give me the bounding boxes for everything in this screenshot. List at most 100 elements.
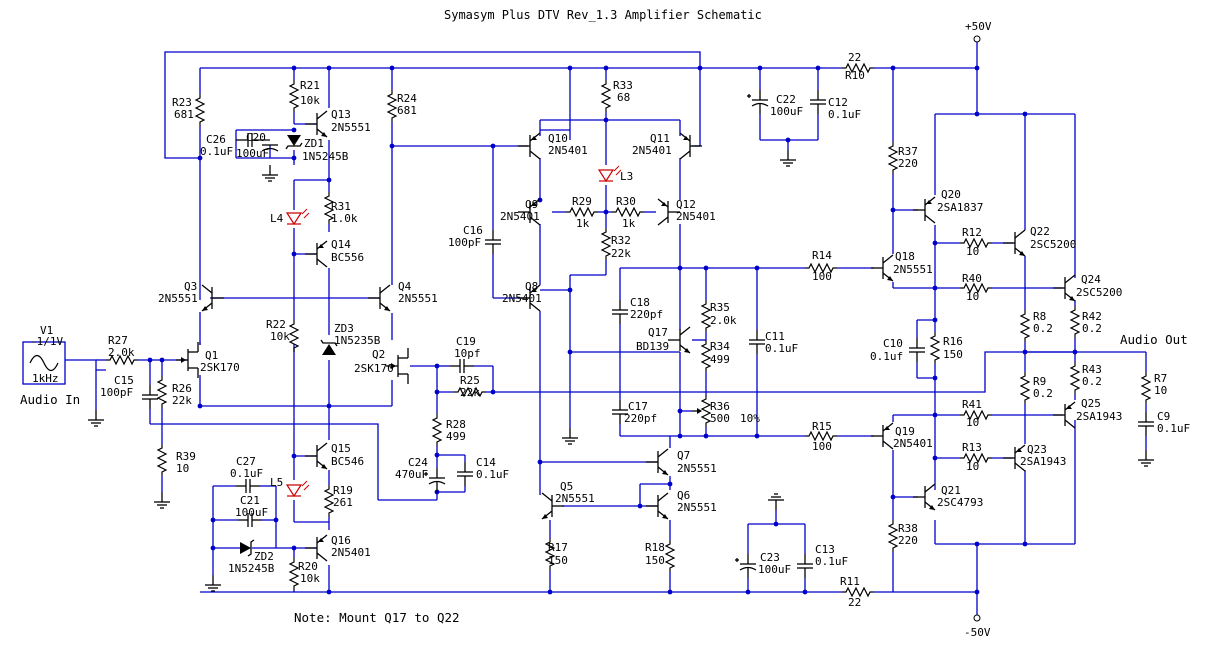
label-q22-part: 2SC5200 xyxy=(1030,238,1076,251)
label-r9-value: 0.2 xyxy=(1033,387,1053,400)
label-q20-part: 2SA1837 xyxy=(937,201,983,214)
wiring xyxy=(65,51,1147,593)
label-c27-id: C27 xyxy=(236,455,256,468)
label-c26-id: C26 xyxy=(206,133,226,146)
label-q10-part: 2N5401 xyxy=(548,144,588,157)
label-q19-id: Q19 xyxy=(895,425,915,438)
label-c11-value: 0.1uF xyxy=(765,342,798,355)
label-r27-id: R27 xyxy=(108,334,128,347)
label-r34-id: R34 xyxy=(710,340,730,353)
positive-rail-label: +50V xyxy=(965,20,992,33)
label-q11-part: 2N5401 xyxy=(632,144,672,157)
label-q21-id: Q21 xyxy=(941,484,961,497)
label-q17-id: Q17 xyxy=(648,326,668,339)
label-c18-value: 220pf xyxy=(630,308,663,321)
label-zd2-part: 1N5245B xyxy=(228,562,275,575)
label-c19-id: C19 xyxy=(456,335,476,348)
label-c27-value: 0.1uF xyxy=(230,467,263,480)
label-r39-value: 10 xyxy=(176,462,189,475)
label-r14-value: 100 xyxy=(812,270,832,283)
label-c12-id: C12 xyxy=(828,96,848,109)
label-c15-id: C15 xyxy=(114,374,134,387)
label-q3-part: 2N5551 xyxy=(158,292,198,305)
label-r20-value: 10k xyxy=(300,572,320,585)
label-q21-part: 2SC4793 xyxy=(937,496,983,509)
label-c14-value: 0.1uF xyxy=(476,468,509,481)
label-r22-id: R22 xyxy=(266,318,286,331)
resistor-labels: R7 10 R8 0.2 R9 0.2 22 R10 R11 22 R12 10… xyxy=(108,51,1167,609)
label-r43-value: 0.2 xyxy=(1082,375,1102,388)
label-q18-id: Q18 xyxy=(895,250,915,263)
label-q25-id: Q25 xyxy=(1081,397,1101,410)
label-q24-part: 2SC5200 xyxy=(1076,286,1122,299)
label-q13-id: Q13 xyxy=(331,108,351,121)
zener-zd3 xyxy=(320,339,338,355)
junction-nodes xyxy=(147,65,1078,595)
label-q4-part: 2N5551 xyxy=(398,292,438,305)
label-q11-id: Q11 xyxy=(650,132,670,145)
label-r41-id: R41 xyxy=(962,398,982,411)
label-q9-id: Q9 xyxy=(525,198,538,211)
label-r37-id: R37 xyxy=(898,145,918,158)
label-r35-value: 2.0k xyxy=(710,314,737,327)
label-r36-tolerance: 10% xyxy=(740,412,760,425)
label-r33-id: R33 xyxy=(613,79,633,92)
label-r30-id: R30 xyxy=(616,195,636,208)
label-r10-value: 22 xyxy=(848,51,861,64)
label-q7-part: 2N5551 xyxy=(677,462,717,475)
label-r14-id: R14 xyxy=(812,249,832,262)
label-r33-value: 68 xyxy=(617,91,630,104)
label-q4-id: Q4 xyxy=(398,280,412,293)
label-r11-value: 22 xyxy=(848,596,861,609)
label-c10-id: C10 xyxy=(883,337,903,350)
label-r18-value: 150 xyxy=(645,554,665,567)
label-r9-id: R9 xyxy=(1033,375,1046,388)
label-r17-value: 150 xyxy=(548,554,568,567)
label-c9-value: 0.1uF xyxy=(1157,422,1190,435)
label-q5-part: 2N5551 xyxy=(555,492,595,505)
source-name: V1 xyxy=(40,324,53,337)
label-r13-value: 10 xyxy=(966,460,979,473)
transistor-labels: Q1 2SK170 Q2 2SK170 Q3 2N5551 Q4 2N5551 … xyxy=(158,108,1122,559)
label-c9-id: C9 xyxy=(1157,410,1170,423)
label-c20-id: C20 xyxy=(246,131,266,144)
source-value: -1/1V xyxy=(30,335,63,348)
label-r41-value: 10 xyxy=(966,416,979,429)
label-r29-value: 1k xyxy=(576,217,590,230)
label-q5-id: Q5 xyxy=(560,480,573,493)
label-q6-id: Q6 xyxy=(677,489,690,502)
label-q13-part: 2N5551 xyxy=(331,121,371,134)
audio-in-label: Audio In xyxy=(20,392,80,407)
label-zd1-id: ZD1 xyxy=(304,137,324,150)
label-c19-value: 10pf xyxy=(454,347,481,360)
label-c15-value: 100pF xyxy=(100,386,133,399)
label-q1-part: 2SK170 xyxy=(200,361,240,374)
label-r24-id: R24 xyxy=(397,92,417,105)
label-r42-value: 0.2 xyxy=(1082,322,1102,335)
label-r15-value: 100 xyxy=(812,440,832,453)
label-r38-value: 220 xyxy=(898,534,918,547)
label-r36-id: R36 xyxy=(710,400,730,413)
label-r39-id: R39 xyxy=(176,450,196,463)
label-r43-id: R43 xyxy=(1082,363,1102,376)
label-r8-id: R8 xyxy=(1033,310,1046,323)
zener-zd2 xyxy=(240,539,255,557)
label-c22-id: C22 xyxy=(776,93,796,106)
label-r20-id: R20 xyxy=(298,560,318,573)
label-r12-value: 10 xyxy=(966,245,979,258)
label-c20-value: 100uF xyxy=(236,147,269,160)
label-r32-value: 22k xyxy=(611,247,631,260)
label-q12-part: 2N5401 xyxy=(676,210,716,223)
label-r19-value: 261 xyxy=(333,496,353,509)
label-c24-id: C24 xyxy=(408,456,428,469)
label-zd3-part: 1N5235B xyxy=(334,334,381,347)
label-q8-part: 2N5401 xyxy=(502,292,542,305)
signal-source-v1: V1 -1/1V 1kHz xyxy=(22,324,66,385)
label-zd3-id: ZD3 xyxy=(334,322,354,335)
label-r28-id: R28 xyxy=(446,418,466,431)
label-q1-id: Q1 xyxy=(205,349,218,362)
label-r8-value: 0.2 xyxy=(1033,322,1053,335)
label-r23-id: R23 xyxy=(172,96,192,109)
audio-out-label: Audio Out xyxy=(1120,332,1188,347)
